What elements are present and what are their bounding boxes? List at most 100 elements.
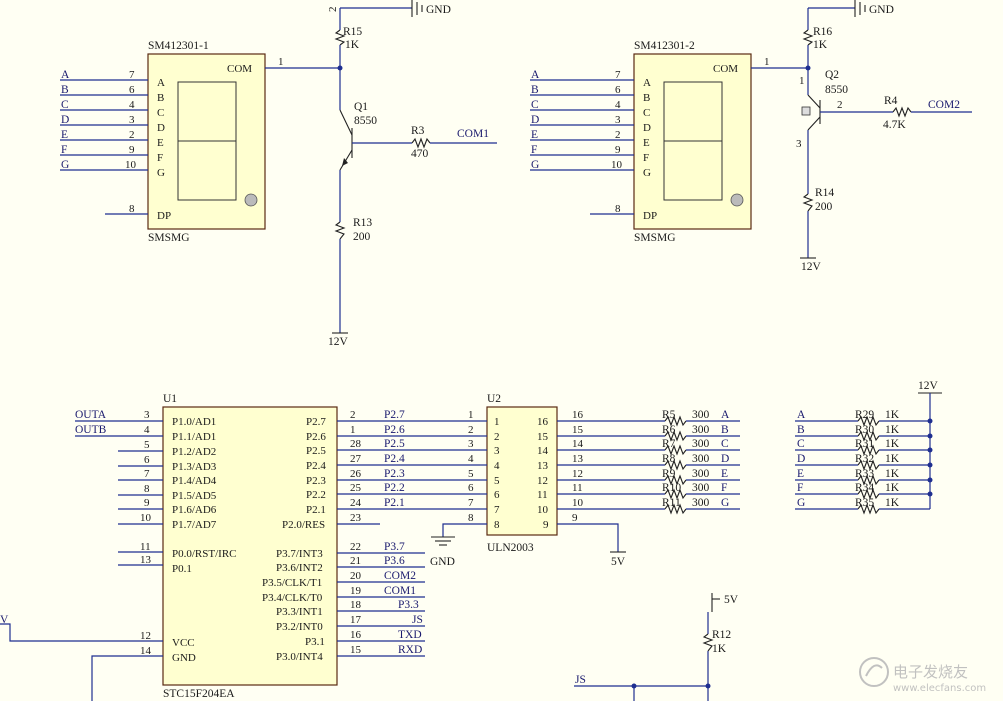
pullup-des: R34 xyxy=(855,482,874,494)
u1-pin-num: 16 xyxy=(350,629,362,641)
watermark: 电子发烧友 www.elecfans.com xyxy=(859,657,986,694)
u1-pin-name: VCC xyxy=(172,637,195,649)
u2-pin-num: 9 xyxy=(572,512,578,524)
r3-des: R3 xyxy=(411,125,425,137)
u2-driver: U2 ULN2003 GND 1 2 3 4 5 6 7 8 1 2 3 4 5… xyxy=(430,393,665,568)
r5-des: R5 xyxy=(662,409,676,421)
u1-pin-num: 12 xyxy=(140,630,151,642)
u2-pin-num: 8 xyxy=(468,512,474,524)
r30-resistor xyxy=(857,430,880,442)
pullup-val: 1K xyxy=(885,482,900,494)
u1-pin-name: P2.5 xyxy=(306,445,326,457)
watermark-cn: 电子发烧友 xyxy=(893,663,968,681)
display-2-seg-label: F xyxy=(643,152,649,164)
u2-pin-num: 2 xyxy=(468,424,474,436)
u1-net-label: P3.7 xyxy=(384,541,405,553)
u2-pin-num: 10 xyxy=(572,497,584,509)
u1-pin-name: P1.7/AD7 xyxy=(172,519,217,531)
u2-pin-name: 9 xyxy=(543,519,549,531)
display-1-pin-num: 7 xyxy=(129,69,135,81)
display-1-seg-label: C xyxy=(157,107,164,119)
pullup-net: G xyxy=(797,497,805,509)
r11-resistor xyxy=(664,503,687,515)
u1-pin-name: P1.6/AD6 xyxy=(172,504,217,516)
u1-pin-num: 19 xyxy=(350,585,362,597)
u1-vcc-net: V xyxy=(0,614,9,626)
display-2-net: F xyxy=(531,144,537,156)
u1-pin-name: P3.3/INT1 xyxy=(276,606,323,618)
u1-pin-num: 11 xyxy=(140,541,151,553)
u2-pin-num: 11 xyxy=(572,482,583,494)
r7-des: R7 xyxy=(662,438,676,450)
r4-val: 4.7K xyxy=(883,119,906,131)
u1-body xyxy=(162,406,338,686)
r14-val: 200 xyxy=(815,201,833,213)
q1-com-net: COM1 xyxy=(457,128,489,140)
display-2-pin-num: 7 xyxy=(615,69,621,81)
u1-part: STC15F204EA xyxy=(163,688,235,700)
u2-pin-name: 4 xyxy=(494,460,500,472)
u1-pin-num: 7 xyxy=(144,468,150,480)
pullup-resistors: 12V A B C D E F G R29 R3 xyxy=(795,380,942,515)
u1-net-label: COM1 xyxy=(384,585,416,597)
display-1-pin-num: 2 xyxy=(129,129,135,141)
u1-pin-num: 27 xyxy=(350,453,362,465)
r8-val: 300 xyxy=(692,453,710,465)
r15-resistor xyxy=(334,29,346,46)
display-1-part: SM412301-1 xyxy=(148,40,209,52)
u2-pin-num: 12 xyxy=(572,468,583,480)
u1-net-label: P2.5 xyxy=(384,438,405,450)
u1-left-net: OUTB xyxy=(75,424,107,436)
q1-emitter xyxy=(339,109,353,136)
display-1-pin-num: 10 xyxy=(125,159,137,171)
display-1-net: F xyxy=(61,144,67,156)
u1-pin-num: 5 xyxy=(144,439,150,451)
u2-pin-name: 15 xyxy=(537,431,549,443)
pullup-val: 1K xyxy=(885,497,900,509)
u1-pin-name: P1.2/AD2 xyxy=(172,446,216,458)
u1-pin-name: P2.1 xyxy=(306,504,326,516)
u2-pin-num: 1 xyxy=(468,409,474,421)
u1-left-net: OUTA xyxy=(75,409,107,421)
pullup-net: F xyxy=(797,482,803,494)
u1-pin-num: 24 xyxy=(350,497,362,509)
r32-resistor xyxy=(857,459,880,471)
r15-val: 1K xyxy=(345,39,360,51)
u1-net-label: P3.6 xyxy=(384,555,405,567)
r11-val: 300 xyxy=(692,497,710,509)
u1-des: U1 xyxy=(163,393,177,405)
u2-pin-name: 14 xyxy=(537,445,549,457)
u2-pin-num: 15 xyxy=(572,424,584,436)
r29-resistor xyxy=(857,415,880,427)
r34-resistor xyxy=(857,488,880,500)
r5-val: 300 xyxy=(692,409,710,421)
q2-pin-1: 1 xyxy=(799,75,805,87)
r8-resistor xyxy=(664,459,687,471)
display-2-seg-label: G xyxy=(643,167,651,179)
u1-pin-name: P3.7/INT3 xyxy=(276,548,323,560)
u1-pin-name: P0.1 xyxy=(172,563,192,575)
display-1-dp-label: DP xyxy=(157,210,171,222)
seg-net: F xyxy=(721,482,727,494)
display-1-seg-lower xyxy=(177,140,237,201)
display-2-seg-label: A xyxy=(643,77,651,89)
u2-pin-name: 3 xyxy=(494,445,500,457)
u2-pin-name: 10 xyxy=(537,504,549,516)
display-2-seg-label: E xyxy=(643,137,650,149)
r10-val: 300 xyxy=(692,482,710,494)
r7-val: 300 xyxy=(692,438,710,450)
u1-pin-name: P1.3/AD3 xyxy=(172,461,217,473)
u1-pin-num: 14 xyxy=(140,645,152,657)
u1-pin-num: 23 xyxy=(350,512,362,524)
u1-pin-num: 25 xyxy=(350,482,362,494)
display-1-dp-dot xyxy=(244,193,258,207)
q2-collector xyxy=(807,116,821,131)
u1-pin-name: P2.2 xyxy=(306,489,326,501)
u1-pin-name: P3.4/CLK/T0 xyxy=(262,592,323,604)
u2-pin-name: 16 xyxy=(537,416,549,428)
display-2-seg-label: D xyxy=(643,122,651,134)
r16-des: R16 xyxy=(813,26,832,38)
u2-des: U2 xyxy=(487,393,501,405)
u1-net-label: P2.3 xyxy=(384,468,405,480)
r12-val: 1K xyxy=(712,643,727,655)
